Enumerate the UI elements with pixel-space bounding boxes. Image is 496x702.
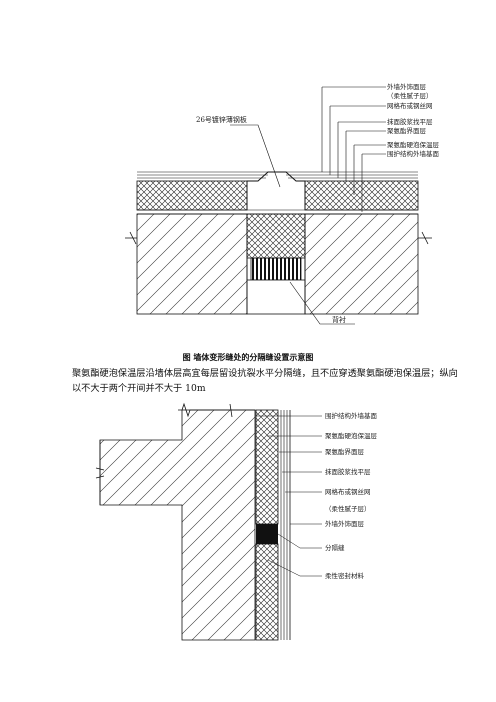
- wall-right: [304, 213, 419, 315]
- label-plaster-layer: 抹面胶浆找平层: [387, 117, 433, 126]
- wall-section: [95, 409, 256, 641]
- fig2-label-stack: 围护结构外墙基面 聚氨酯硬泡保温层 聚氨酯界面层 抹面胶浆找平层 网格布或钢丝网…: [256, 411, 378, 580]
- insulation-right: [284, 171, 419, 211]
- fig2-label-plaster: 抹面胶浆找平层: [325, 467, 371, 476]
- insulation-column: [255, 409, 291, 641]
- fig2-label-finish: 外墙外饰面层: [325, 519, 365, 528]
- joint-filler: [246, 213, 306, 315]
- break-mark-left: [125, 231, 137, 245]
- label-mesh: 网格布或钢丝网: [387, 101, 433, 110]
- fig2-label-mesh: 网格布或钢丝网: [325, 487, 371, 496]
- label-foam-insulation: 聚氨酯硬泡保温层: [387, 140, 440, 149]
- fig2-label-interface: 聚氨酯界面层: [325, 447, 365, 456]
- fig2-label-sealant: 柔性密封材料: [325, 571, 365, 580]
- fig2-label-putty: （柔性腻子层）: [325, 504, 371, 513]
- label-wall-base: 围护结构外墙基面: [387, 149, 440, 158]
- fig2-label-foam: 聚氨酯硬泡保温层: [325, 431, 378, 440]
- figure-caption: 图 墙体变形缝处的分隔缝设置示意图: [182, 353, 314, 362]
- fig2-label-wall-base: 围护结构外墙基面: [325, 411, 378, 420]
- layer-label-stack: 外墙外饰面层 （柔性腻子层） 网格布或钢丝网 抹面胶浆找平层 聚氨酯界面层 聚氨…: [321, 82, 440, 212]
- label-interface-layer: 聚氨酯界面层: [387, 126, 427, 135]
- label-flexible-putty: （柔性腻子层）: [387, 91, 433, 100]
- wall-left: [136, 213, 248, 315]
- break-mark-right: [418, 231, 432, 245]
- backing-label: 背衬: [332, 315, 346, 324]
- sheet-label: 26号镀锌薄钢板: [196, 115, 247, 124]
- body-paragraph: 聚氨酯硬泡保温层沿墙体层高宜每层留设抗裂水平分隔缝，且不应穿透聚氨酯硬泡保温层；…: [72, 368, 458, 394]
- galvanized-sheet: [246, 171, 306, 210]
- figure-expansion-joint: 26号镀锌薄钢板 外墙外饰面层 （柔性腻子层） 网格布或钢丝网 抹面胶浆找平层 …: [125, 82, 440, 325]
- figure-horizontal-joint: 围护结构外墙基面 聚氨酯硬泡保温层 聚氨酯界面层 抹面胶浆找平层 网格布或钢丝网…: [95, 402, 378, 641]
- fig2-label-joint: 分隔缝: [325, 543, 345, 552]
- label-finish-layer: 外墙外饰面层: [387, 82, 427, 91]
- insulation-left: [136, 171, 270, 211]
